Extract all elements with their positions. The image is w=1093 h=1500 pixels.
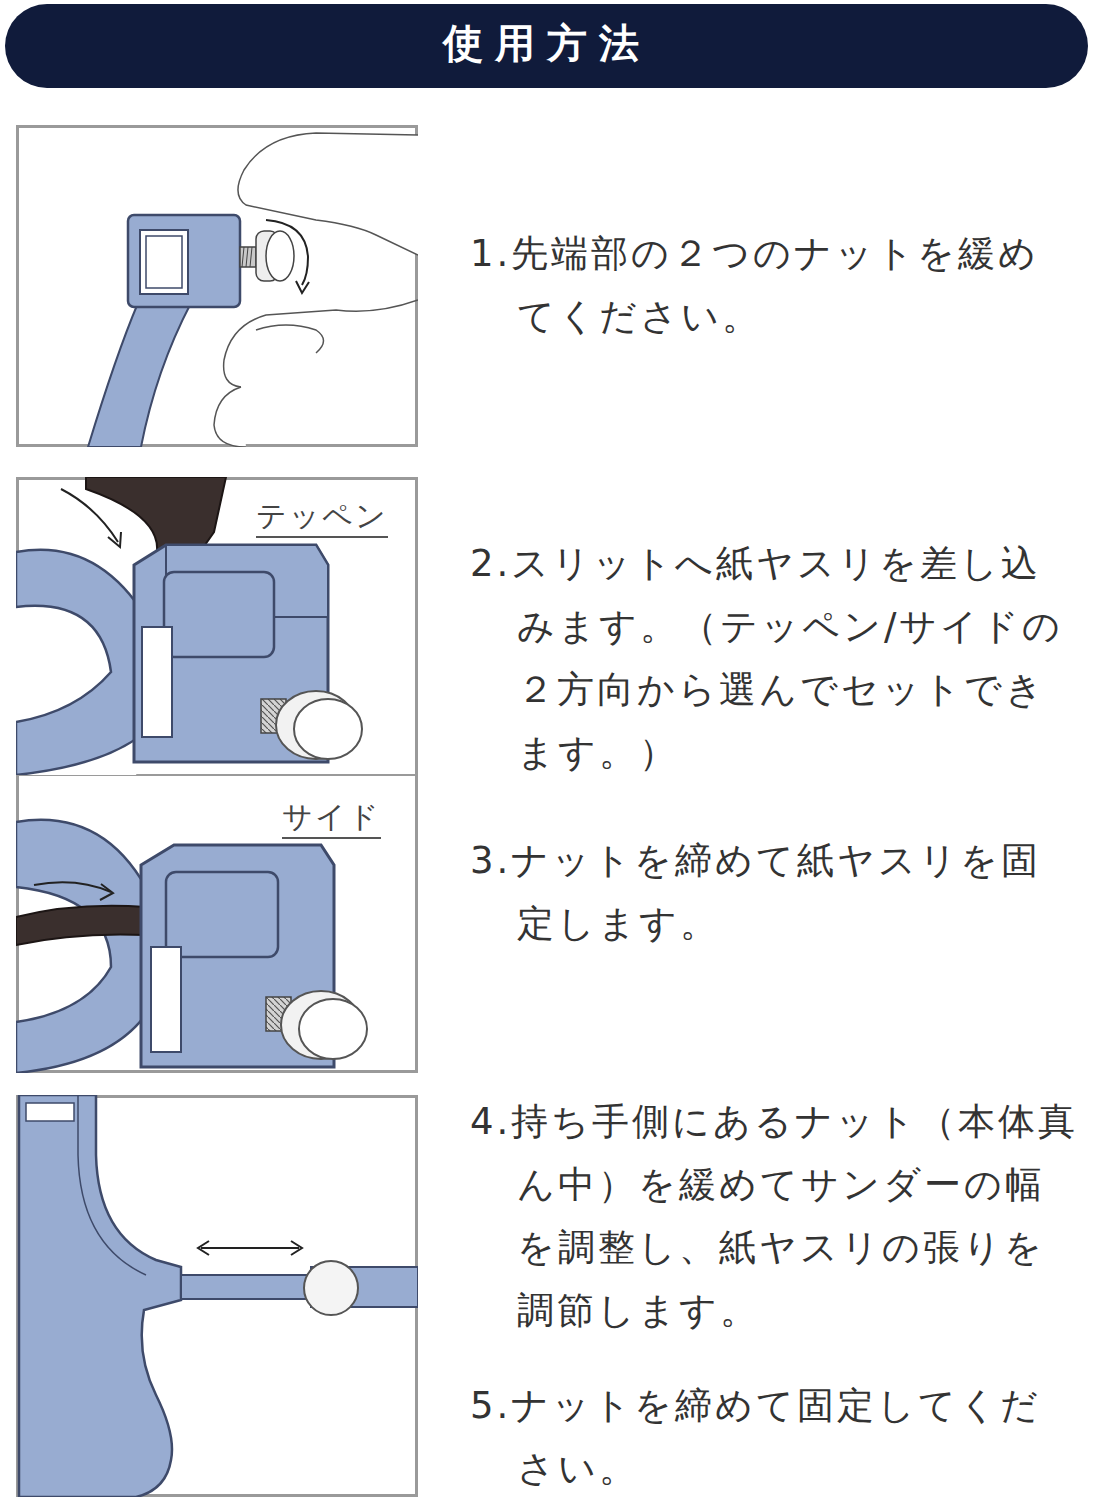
step-text: 3.ナットを締めて紙ヤスリを固定します。 <box>470 829 1080 955</box>
illustration-panel <box>16 125 418 447</box>
illustration-panel <box>16 1095 418 1497</box>
view-label: サイド <box>282 797 381 839</box>
step-text: 4.持ち手側にあるナット（本体真ん中）を緩めてサンダーの幅を調整し、紙ヤスリの張… <box>470 1090 1080 1342</box>
view-label: テッペン <box>256 496 388 538</box>
title-text: 使用方法 <box>5 16 1088 71</box>
step-text: 1.先端部の２つのナットを緩めてください。 <box>470 222 1080 348</box>
step-text: 2.スリットへ紙ヤスリを差し込みます。（テッペン/サイドの２方向から選んでセット… <box>470 532 1080 784</box>
step-text: 5.ナットを締めて固定してください。 <box>470 1374 1080 1500</box>
illustration-panel <box>16 477 418 1073</box>
